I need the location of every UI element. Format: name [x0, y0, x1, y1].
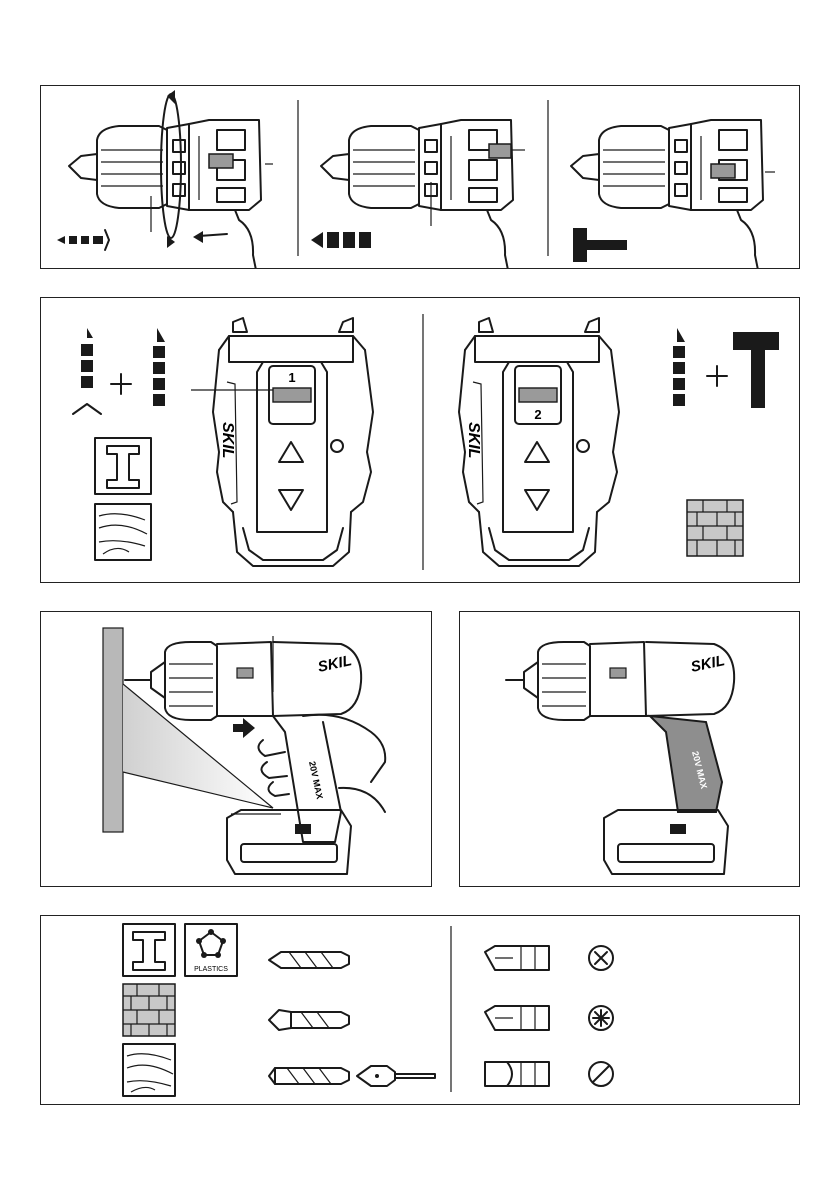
brick-icon-small — [123, 984, 175, 1036]
hammer-drilling-mode-figure — [571, 120, 775, 268]
plastics-label: PLASTICS — [194, 966, 228, 973]
brand-logo-overview: SKIL — [689, 652, 726, 676]
drill-overview-panel: SKIL 20V MAX — [459, 611, 800, 887]
materials-bits-illustration: PLASTICS — [41, 916, 799, 1104]
gear-1-label: 1 — [288, 370, 295, 385]
gear-1-figure: 1 SKIL — [73, 318, 373, 566]
drill-bit-icon — [311, 232, 371, 248]
drilling-usage-illustration: SKIL 20V MAX — [41, 612, 431, 886]
phillips-head-icon — [589, 946, 613, 970]
gear-selection-panel: 1 SKIL — [40, 297, 800, 583]
wood-icon-small — [123, 1044, 175, 1096]
pozidriv-bit-icon — [485, 1006, 549, 1030]
screw-bit-vertical-icon — [73, 328, 101, 414]
hammer-vertical-icon — [733, 332, 779, 408]
trigger-arrow-icon — [233, 718, 255, 738]
masonry-drill-bit-icon — [269, 1010, 349, 1030]
brand-logo-drill: SKIL — [316, 652, 353, 676]
plus-icon-2 — [707, 366, 727, 386]
drilling-mode-figure — [311, 120, 525, 268]
drill-grip — [650, 716, 722, 812]
phillips-bit-icon — [485, 946, 549, 970]
gear-2-figure: 2 SKIL — [459, 318, 779, 566]
spade-bit-icon — [357, 1066, 435, 1086]
plastics-icon: PLASTICS — [185, 924, 237, 976]
wood-icon — [95, 504, 151, 560]
metal-beam-icon — [95, 438, 151, 494]
drill-overview-illustration: SKIL 20V MAX — [460, 612, 799, 886]
wall-surface — [103, 628, 123, 832]
battery-label: 20V MAX — [307, 760, 325, 800]
slotted-bit-icon — [485, 1062, 549, 1086]
plus-icon — [111, 374, 131, 394]
mode-selection-illustration — [41, 86, 799, 268]
drilling-usage-panel: SKIL 20V MAX — [40, 611, 432, 887]
rotation-arrow-icon — [193, 231, 227, 243]
metal-beam-icon-small — [123, 924, 175, 976]
screwdriving-mode-figure — [57, 90, 273, 268]
drill-bit-vertical-icon — [153, 328, 165, 406]
hammer-icon — [573, 228, 627, 262]
metal-drill-bit-icon — [269, 952, 349, 968]
brand-logo-right: SKIL — [465, 422, 482, 458]
brick-icon — [687, 500, 743, 556]
wood-drill-bit-icon — [269, 1068, 349, 1084]
brand-logo-left: SKIL — [219, 422, 236, 458]
mode-selection-panel — [40, 85, 800, 269]
slotted-head-icon — [589, 1062, 613, 1086]
screw-bit-icon — [57, 230, 109, 250]
gear-2-label: 2 — [534, 407, 541, 422]
gear-selection-illustration: 1 SKIL — [41, 298, 799, 582]
pozidriv-head-icon — [589, 1006, 613, 1030]
materials-bits-panel: PLASTICS — [40, 915, 800, 1105]
drill-bit-vertical-icon-2 — [673, 328, 685, 406]
